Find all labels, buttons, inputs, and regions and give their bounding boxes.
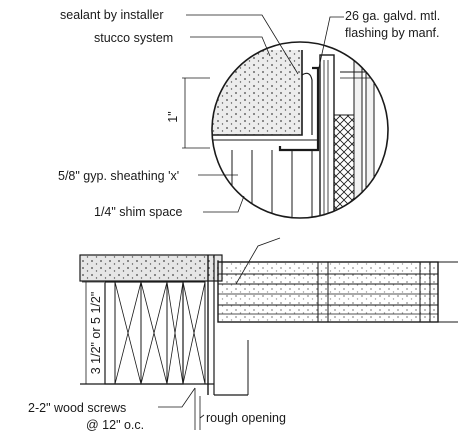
sealant-bead <box>301 72 313 135</box>
screws-label-line2: @ 12" o.c. <box>86 418 144 432</box>
screws-label-line1: 2-2" wood screws <box>28 401 126 415</box>
sealant-label: sealant by installer <box>60 8 164 22</box>
insulation <box>333 114 355 218</box>
detail-circle-outline <box>211 41 389 219</box>
header-studs <box>104 281 184 385</box>
shim-space-label: 1/4" shim space <box>94 205 183 219</box>
flashing-label-line2: flashing by manf. <box>345 26 440 40</box>
gyp-sheathing-label: 5/8" gyp. sheathing 'x' <box>58 169 179 183</box>
stucco-label: stucco system <box>94 31 173 45</box>
stucco-stipple <box>212 50 302 135</box>
lower-leaders <box>158 387 205 430</box>
wall-depth-dimension: 3 1/2" or 5 1/2" <box>82 281 104 385</box>
rough-opening-label: rough opening <box>206 411 286 425</box>
wall-section <box>79 254 458 396</box>
dimension-1-inch: 1" <box>166 77 210 149</box>
enlarged-detail-circle <box>211 41 389 219</box>
leader-lines <box>186 14 344 285</box>
flashing-label-line1: 26 ga. galvd. mtl. <box>345 9 440 23</box>
dimension-top-label: 1" <box>166 111 180 122</box>
flashing <box>278 66 320 152</box>
window-jamb <box>319 54 335 218</box>
wall-dimension-label: 3 1/2" or 5 1/2" <box>89 292 103 375</box>
